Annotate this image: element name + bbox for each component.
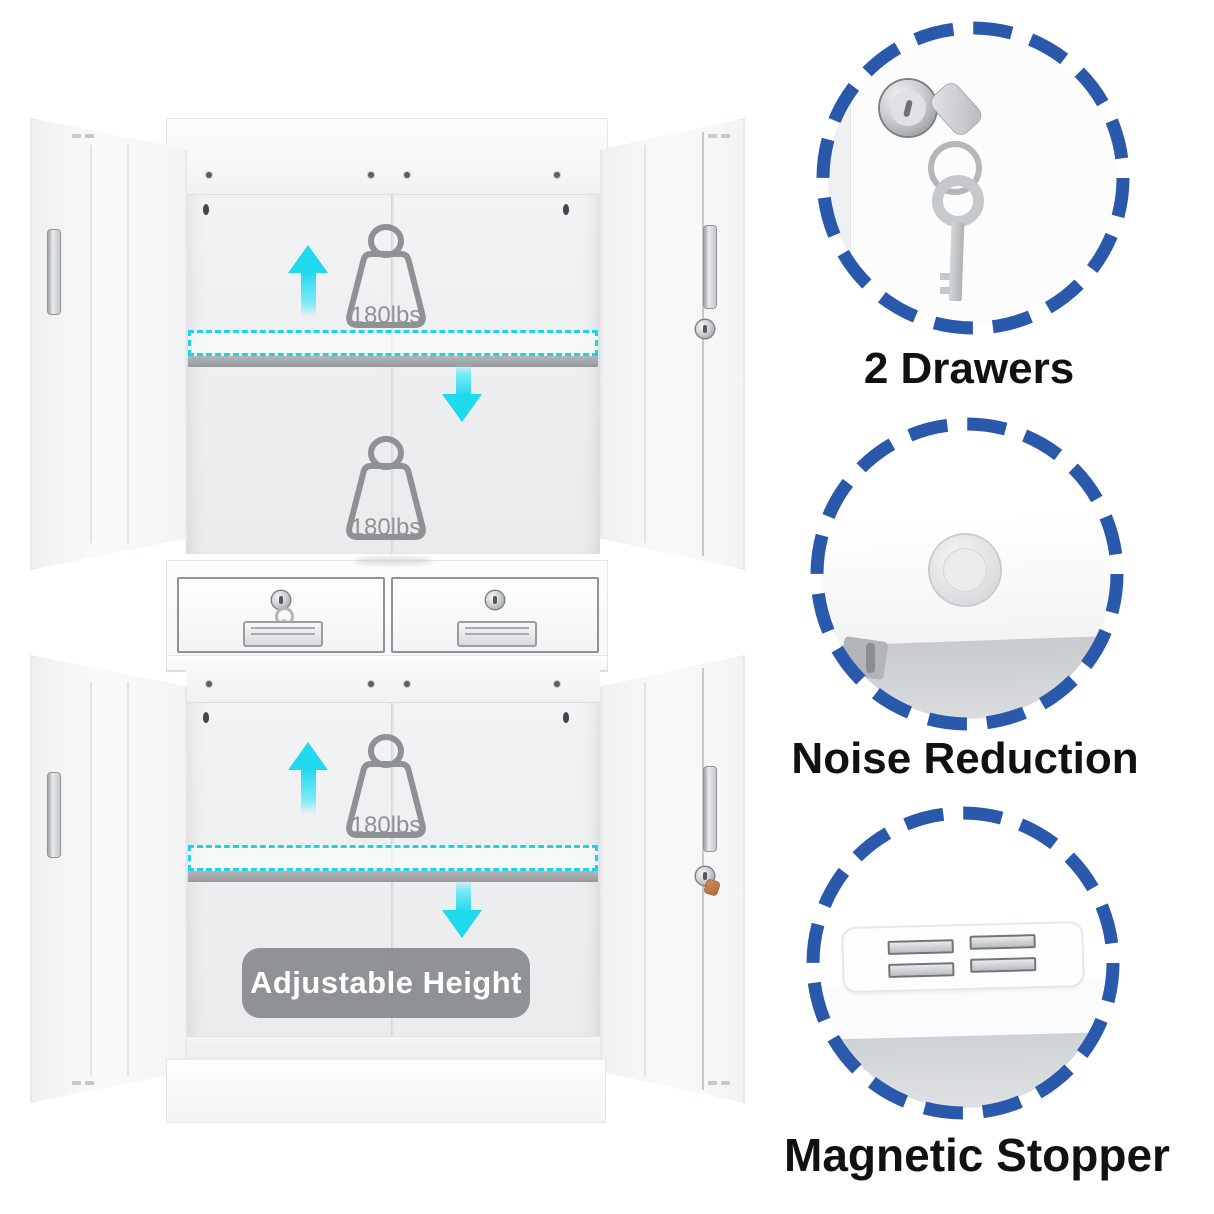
- down-arrow-shaft: [456, 364, 471, 396]
- door-handle: [48, 773, 60, 857]
- key-tag-icon: [704, 879, 720, 896]
- door-fold-line: [127, 681, 130, 1077]
- magnetic-strips-photo: [818, 818, 1108, 1108]
- callout-label-2-drawers: 2 Drawers: [863, 344, 1075, 393]
- door-fold-line: [643, 681, 646, 1077]
- cam-lock-icon: [880, 80, 936, 136]
- weight-capacity-icon: 180lbs: [346, 224, 426, 329]
- shelf-peg-hole-icon: [563, 204, 569, 215]
- drawer-handle: [457, 621, 537, 647]
- up-arrow-shaft: [301, 768, 316, 814]
- shelf-front-edge: [188, 871, 598, 882]
- cabinet-illustration: 180lbs 180lbs: [30, 118, 745, 1123]
- up-arrow-icon: [288, 742, 328, 770]
- screw-icon: [554, 681, 560, 687]
- drawer-lock-icon: [272, 591, 290, 609]
- door-fold-line: [127, 145, 130, 543]
- seam-shadow: [353, 557, 433, 565]
- screw-icon: [404, 681, 410, 687]
- weight-capacity-label: 180lbs: [351, 514, 422, 541]
- drawer-handle: [243, 621, 323, 647]
- rubber-bumper-icon: [930, 535, 1000, 605]
- weight-capacity-label: 180lbs: [351, 302, 422, 329]
- dashed-circle-ring: [816, 21, 1130, 335]
- door-vent-icon: [72, 1081, 81, 1085]
- drawer-lock-icon: [486, 591, 504, 609]
- screw-icon: [206, 172, 212, 178]
- adjustable-height-badge: Adjustable Height: [242, 948, 530, 1018]
- callout-2-drawers: [810, 15, 1136, 341]
- lower-compartment: 180lbs Adjustable Height: [186, 668, 600, 1059]
- upper-compartment: 180lbs 180lbs: [186, 158, 600, 554]
- adjustable-shelf-highlight: [188, 845, 598, 871]
- door-handle: [704, 226, 717, 308]
- upper-ceiling-strip: [186, 158, 600, 195]
- door-fold-line: [89, 145, 92, 543]
- shelf-peg-hole-icon: [203, 712, 209, 723]
- door-bumper-photo: [822, 429, 1112, 719]
- door-lock-icon: [696, 320, 714, 338]
- drawer-right: [391, 577, 599, 653]
- door-vent-icon: [708, 1081, 717, 1085]
- weight-capacity-label: 180lbs: [351, 812, 422, 839]
- door-vent-icon: [708, 134, 717, 138]
- key-teeth: [940, 273, 950, 280]
- lower-left-door: [30, 655, 187, 1103]
- shelf-peg-hole-icon: [203, 204, 209, 215]
- shelf-peg-hole-icon: [563, 712, 569, 723]
- callout-noise-reduction: [804, 411, 1130, 737]
- upper-right-door: [600, 118, 745, 570]
- lower-ceiling-strip: [186, 668, 600, 703]
- cabinet-base: [166, 1058, 606, 1123]
- locking-rod: [701, 131, 704, 557]
- screw-icon: [206, 681, 212, 687]
- weight-capacity-icon: 180lbs: [346, 734, 426, 839]
- up-arrow-shaft: [301, 271, 316, 317]
- shelf-front-edge: [188, 356, 598, 367]
- down-arrow-icon: [442, 394, 482, 422]
- screw-icon: [368, 172, 374, 178]
- cabinet-top-panel: [166, 118, 608, 163]
- drawer-band: [166, 557, 608, 658]
- down-arrow-shaft: [456, 880, 471, 912]
- screw-icon: [368, 681, 374, 687]
- callout-label-magnetic-stopper: Magnetic Stopper: [784, 1129, 1170, 1181]
- dashed-circle-ring: [810, 417, 1124, 731]
- lower-right-door: [600, 655, 745, 1103]
- adjustable-height-label: Adjustable Height: [249, 965, 522, 1000]
- callout-magnetic-stopper: [800, 800, 1126, 1126]
- back-panel-seam: [391, 194, 394, 554]
- adjustable-shelf-highlight: [188, 330, 598, 356]
- door-vent-icon: [72, 134, 81, 138]
- door-handle: [704, 767, 717, 851]
- door-fold-line: [89, 681, 92, 1077]
- up-arrow-icon: [288, 245, 328, 273]
- door-handle: [48, 230, 60, 314]
- hinge-pin: [866, 643, 875, 673]
- down-arrow-icon: [442, 910, 482, 938]
- callout-label-noise-reduction: Noise Reduction: [791, 734, 1139, 783]
- screw-icon: [554, 172, 560, 178]
- weight-capacity-icon: 180lbs: [346, 436, 426, 541]
- key-icon: [932, 175, 984, 227]
- door-fold-line: [643, 145, 646, 543]
- upper-left-door: [30, 118, 187, 570]
- dashed-circle-ring: [806, 806, 1120, 1120]
- lower-floor-strip: [186, 1036, 600, 1059]
- drawer-left: [177, 577, 385, 653]
- screw-icon: [404, 172, 410, 178]
